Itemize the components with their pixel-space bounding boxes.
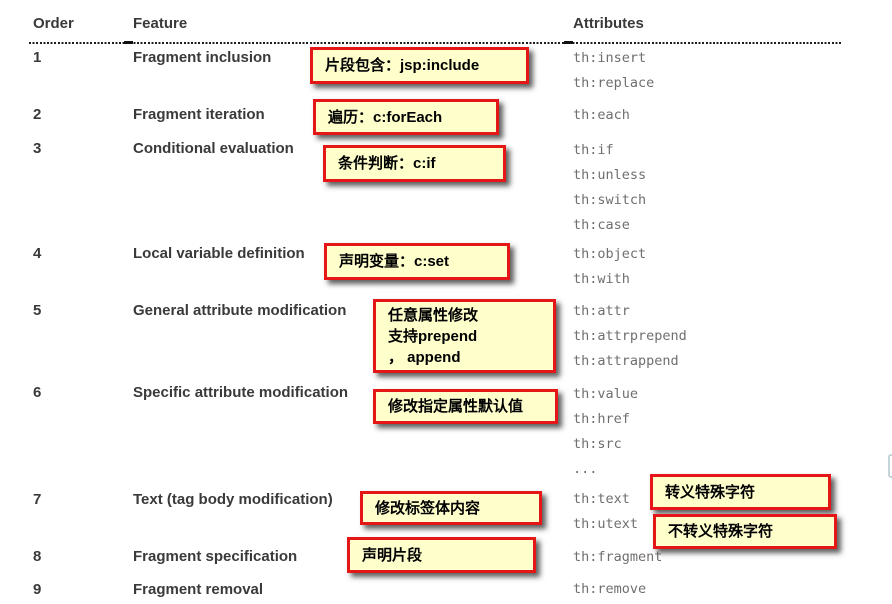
feature-cell: Fragment iteration <box>133 106 265 123</box>
attribute-item: th:insert <box>573 50 647 66</box>
annotation-text: 支持prepend <box>388 327 478 345</box>
header-separator-dash <box>124 41 133 44</box>
annotation-box-row3: 条件判断：c:if <box>323 145 506 182</box>
annotation-box-row5: 任意属性修改支持prepend ， append <box>373 299 556 373</box>
annotation-box-th-utext: 不转义特殊字符 <box>653 514 837 549</box>
attribute-list: th:insert th:replace <box>573 46 654 96</box>
attribute-item: th:attrappend <box>573 353 679 369</box>
attribute-list: th:each <box>573 103 630 128</box>
order-cell: 3 <box>33 140 42 157</box>
annotation-text: 声明变量：c:set <box>339 253 450 270</box>
attribute-item: th:utext <box>573 516 639 532</box>
attribute-list: th:fragment <box>573 545 662 570</box>
column-header-attributes: Attributes <box>573 15 644 32</box>
order-cell: 8 <box>33 548 42 565</box>
column-header-order: Order <box>33 15 74 32</box>
annotation-box-row4: 声明变量：c:set <box>324 243 510 280</box>
attribute-item: th:object <box>573 246 647 262</box>
attribute-item: th:unless <box>573 167 647 183</box>
scrollbar-thumb[interactable] <box>888 454 892 478</box>
annotation-text: 片段包含：jsp:include <box>325 57 480 74</box>
annotation-text: 转义特殊字符 <box>665 483 756 501</box>
feature-cell: Fragment specification <box>133 548 298 565</box>
attribute-item: th:attrprepend <box>573 328 687 344</box>
attribute-item: th:each <box>573 107 630 123</box>
annotation-box-row7: 修改标签体内容 <box>360 491 542 525</box>
attribute-item: th:replace <box>573 75 655 91</box>
annotation-text: ， append <box>388 348 461 366</box>
feature-cell: General attribute modification <box>133 302 347 319</box>
attribute-item: th:fragment <box>573 549 663 565</box>
attribute-item: th:href <box>573 411 630 427</box>
column-header-feature: Feature <box>133 15 188 32</box>
annotation-text: 声明片段 <box>362 546 423 564</box>
order-cell: 7 <box>33 491 42 508</box>
annotation-text: 不转义特殊字符 <box>668 523 774 540</box>
header-separator <box>29 42 842 44</box>
attribute-item: th:switch <box>573 192 647 208</box>
attribute-list: th:text th:utext <box>573 487 638 537</box>
order-cell: 5 <box>33 302 42 319</box>
attribute-item: th:attr <box>573 303 630 319</box>
annotation-box-row6: 修改指定属性默认值 <box>373 389 558 424</box>
attribute-item: th:with <box>573 271 630 287</box>
annotation-box-row2: 遍历：c:forEach <box>313 99 499 135</box>
attribute-list: th:remove <box>573 577 646 602</box>
feature-cell: Local variable definition <box>133 245 305 262</box>
annotation-box-th-text: 转义特殊字符 <box>650 474 831 510</box>
attribute-list: th:attr th:attrprepend th:attrappend <box>573 299 687 374</box>
annotation-text: 修改标签体内容 <box>375 499 481 517</box>
order-cell: 1 <box>33 49 42 66</box>
attribute-item: th:text <box>573 491 630 507</box>
annotation-text: 条件判断：c:if <box>338 155 436 172</box>
order-cell: 6 <box>33 384 42 401</box>
annotation-text: 修改指定属性默认值 <box>388 398 524 415</box>
attribute-item: th:case <box>573 217 630 233</box>
annotation-box-row1: 片段包含：jsp:include <box>310 47 529 84</box>
attribute-list: th:value th:href th:src... <box>573 382 638 482</box>
feature-cell: Specific attribute modification <box>133 384 349 401</box>
feature-cell: Conditional evaluation <box>133 140 294 157</box>
header-separator-dash <box>564 41 573 44</box>
attribute-item: th:value <box>573 386 639 402</box>
annotation-box-row8: 声明片段 <box>347 537 536 573</box>
attribute-list: th:if th:unless th:switch th:case <box>573 138 646 238</box>
attribute-item: ... <box>573 461 598 477</box>
annotation-text: 任意属性修改 <box>388 306 479 324</box>
attribute-item: th:if <box>573 142 614 158</box>
feature-cell: Fragment inclusion <box>133 49 272 66</box>
attribute-item: th:remove <box>573 581 647 597</box>
order-cell: 2 <box>33 106 42 123</box>
annotation-text: 遍历：c:forEach <box>328 108 443 126</box>
order-cell: 9 <box>33 581 42 598</box>
attribute-item: th:src <box>573 436 622 452</box>
attribute-list: th:object th:with <box>573 242 646 292</box>
feature-cell: Fragment removal <box>133 581 264 598</box>
order-cell: 4 <box>33 245 42 262</box>
feature-cell: Text (tag body modification) <box>133 491 333 508</box>
